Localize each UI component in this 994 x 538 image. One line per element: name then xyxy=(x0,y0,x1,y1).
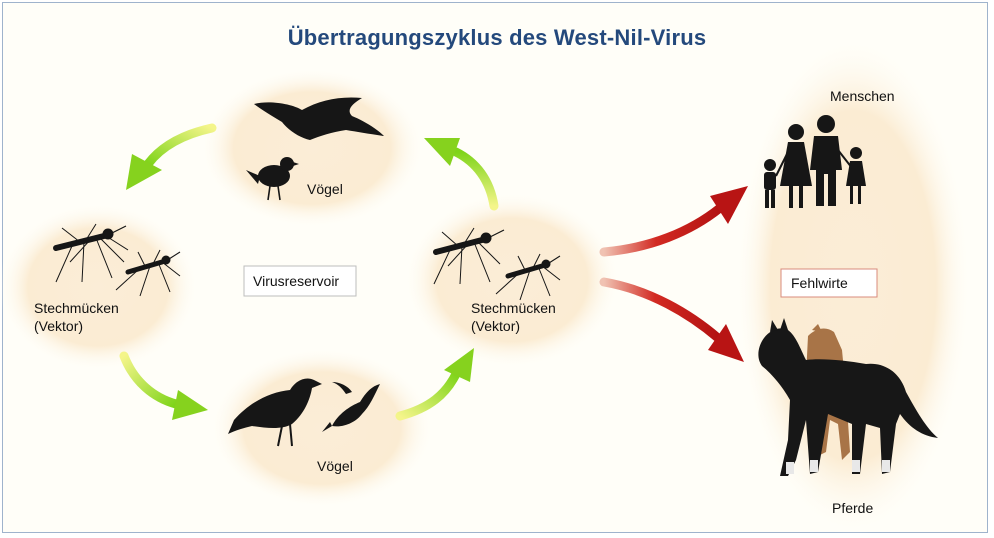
label-mosquitoes-right-line2: (Vektor) xyxy=(471,318,520,334)
label-mosquitoes-left-line2: (Vektor) xyxy=(34,318,83,334)
blob-birds-top xyxy=(200,68,424,228)
label-mosquitoes-left-line1: Stechmücken xyxy=(34,300,119,316)
label-birds-top: Vögel xyxy=(307,181,343,197)
host-arrow-to-humans xyxy=(604,186,748,252)
label-virus-reservoir: Virusreservoir xyxy=(253,273,339,289)
diagram-title: Übertragungszyklus des West-Nil-Virus xyxy=(0,25,994,51)
label-horses: Pferde xyxy=(832,500,873,516)
label-mosquitoes-right-line1: Stechmücken xyxy=(471,300,556,316)
host-arrow-to-horses xyxy=(604,282,744,362)
label-birds-bottom: Vögel xyxy=(317,458,353,474)
label-humans: Menschen xyxy=(830,88,895,104)
cycle-arrow-left-mosquitoes-to-birds xyxy=(124,356,208,420)
cycle-arrow-birds-to-left-mosquitoes xyxy=(126,128,212,190)
label-dead-end-hosts: Fehlwirte xyxy=(791,275,848,291)
